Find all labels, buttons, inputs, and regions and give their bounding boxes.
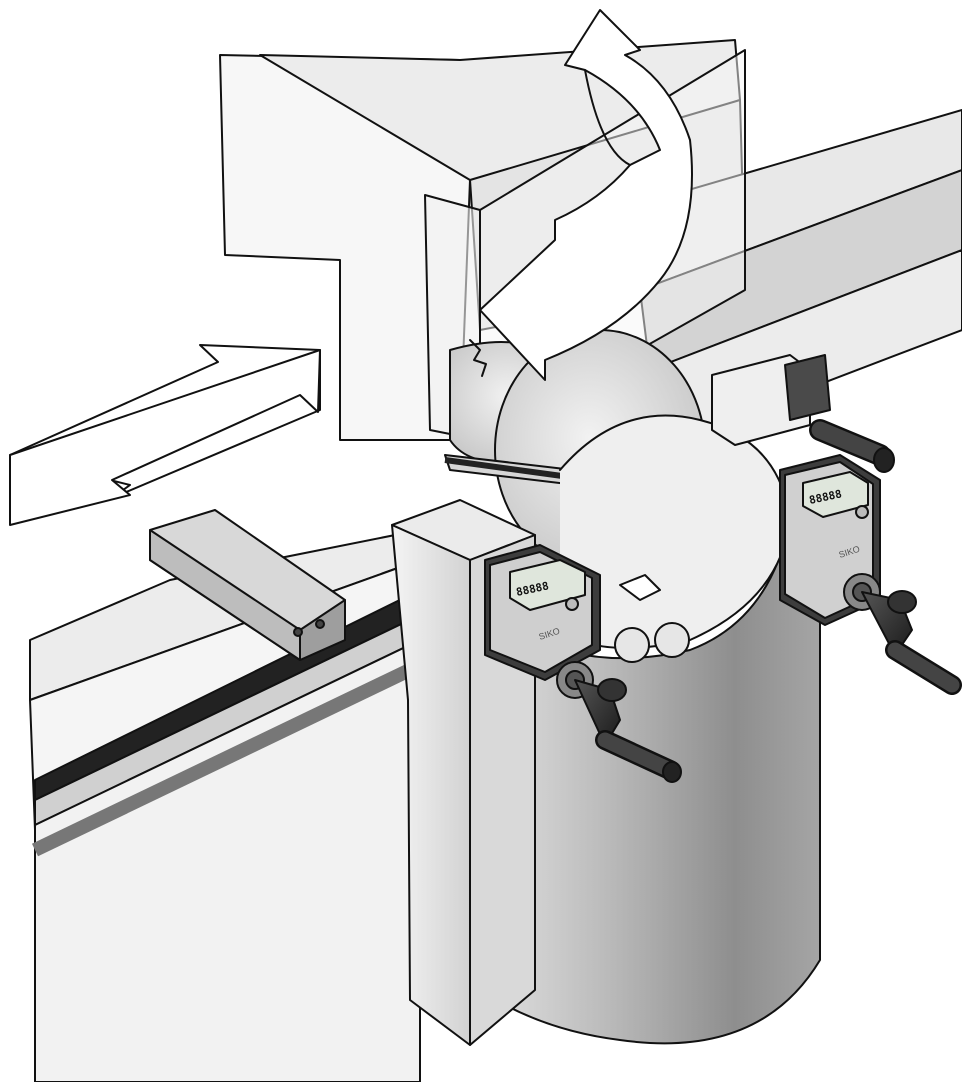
hand-crank-upper-right[interactable]: [809, 419, 895, 473]
left-stop-block: [149, 509, 346, 661]
linear-motion-arrow: [9, 344, 321, 526]
digital-positioner-left: 88888 SIKO: [484, 544, 601, 699]
front-pillar: [391, 499, 536, 1046]
rotation-arrow: [479, 9, 693, 381]
digital-positioner-right: 88888 SIKO: [779, 454, 881, 626]
indicator-lamp-left: [614, 627, 650, 663]
hand-crank-left[interactable]: [574, 678, 682, 783]
indicator-lamp-right: [654, 622, 690, 658]
front-table: [29, 529, 424, 1082]
positioner-right-button[interactable]: [855, 505, 869, 519]
hand-crank-lower-right[interactable]: [861, 590, 962, 695]
right-stop-block: [711, 354, 831, 446]
positioner-left-button[interactable]: [565, 597, 579, 611]
